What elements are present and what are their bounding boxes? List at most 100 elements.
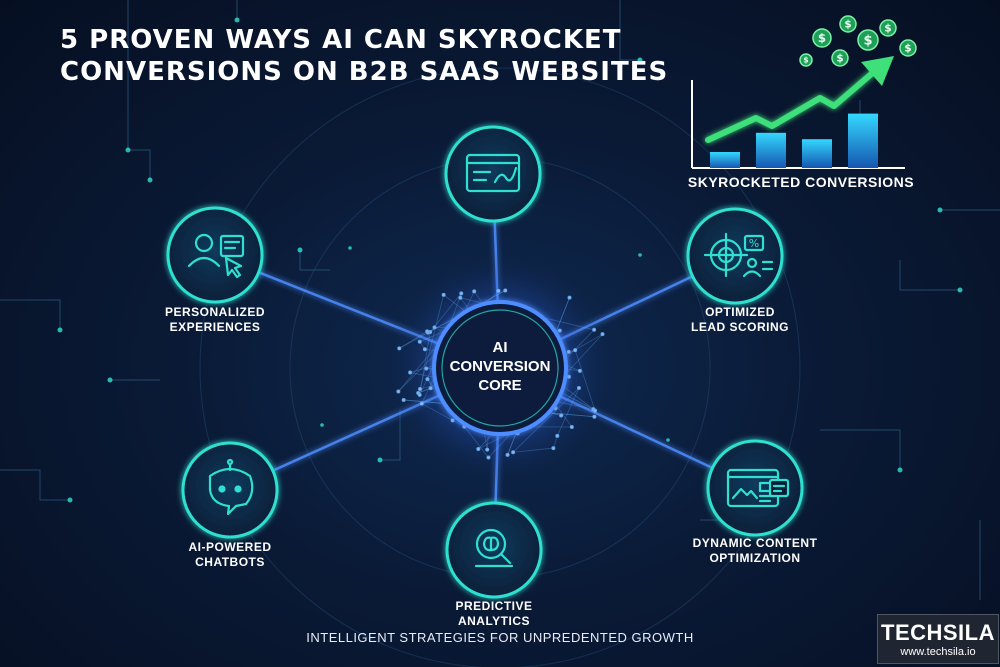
- network-link: [421, 403, 465, 427]
- network-node: [511, 450, 516, 455]
- ai-core: [382, 250, 618, 486]
- svg-text:%: %: [749, 237, 759, 250]
- network-link: [574, 350, 596, 411]
- dollar-coin-icon: $: [899, 39, 917, 57]
- network-node: [557, 328, 562, 333]
- core-label-line-2: CONVERSION: [449, 358, 551, 375]
- brand-url: www.techsila.io: [900, 646, 976, 658]
- network-node: [419, 401, 424, 406]
- network-node: [486, 455, 491, 460]
- node-lead-scoring: %: [686, 207, 784, 305]
- label-chatbots: AI-POWERED CHATBOTS: [160, 540, 300, 570]
- network-node: [425, 329, 430, 334]
- title-line-2: CONVERSIONS ON B2B SAAS WEBSITES: [60, 57, 669, 87]
- label-predictive-line-1: PREDICTIVE: [455, 599, 533, 613]
- website-chart-icon: [465, 153, 521, 193]
- node-personalized: [166, 206, 264, 304]
- dollar-coin-icon: $: [799, 53, 813, 67]
- network-node: [472, 289, 477, 294]
- network-node: [441, 292, 446, 297]
- network-node: [401, 397, 406, 402]
- network-node: [422, 347, 427, 352]
- node-top: [444, 125, 542, 223]
- dollar-coin-icon: $: [857, 29, 879, 51]
- dollar-coin-icon: $: [812, 28, 832, 48]
- label-personalized-line-1: PERSONALIZED: [164, 305, 265, 319]
- svg-text:$: $: [818, 31, 826, 45]
- growth-arrowhead: [861, 56, 894, 86]
- label-chatbots-line-2: CHATBOTS: [195, 555, 265, 569]
- network-link: [513, 447, 554, 453]
- network-link: [418, 387, 431, 394]
- network-node: [408, 370, 413, 375]
- node-predictive: [445, 501, 543, 599]
- network-link: [419, 331, 431, 395]
- dollar-coin-icon: $: [839, 15, 857, 33]
- circuit-traces: [0, 0, 1000, 600]
- title-line-1: 5 PROVEN WAYS AI CAN SKYROCKET: [60, 25, 622, 55]
- brand-badge: TECHSILA www.techsila.io: [877, 614, 999, 664]
- circuit-dots: [57, 17, 963, 523]
- network-node: [396, 389, 401, 394]
- network-link: [512, 387, 580, 453]
- network-link: [399, 290, 506, 349]
- network-node: [551, 446, 556, 451]
- svg-text:$: $: [803, 56, 808, 65]
- label-predictive-line-2: ANALYTICS: [457, 614, 531, 628]
- page-title: 5 PROVEN WAYS AI CAN SKYROCKET CONVERSIO…: [60, 24, 668, 88]
- growth-bar: [848, 113, 878, 168]
- svg-text:$: $: [884, 23, 891, 35]
- node-dynamic-content: [706, 439, 804, 537]
- growth-bar: [710, 152, 740, 168]
- target-percent-icon: %: [703, 232, 774, 278]
- dollar-coin-icon: $: [831, 49, 849, 67]
- network-node: [424, 366, 429, 371]
- label-chatbots-line-1: AI-POWERED: [188, 540, 272, 554]
- network-node: [450, 418, 455, 423]
- chatbot-icon: [208, 458, 254, 516]
- svg-text:$: $: [836, 53, 843, 65]
- label-dynamic-content-line-1: DYNAMIC CONTENT: [692, 536, 818, 550]
- network-node: [417, 392, 422, 397]
- network-link: [429, 293, 462, 333]
- growth-bar: [756, 132, 786, 168]
- network-link: [552, 435, 558, 449]
- network-node: [592, 327, 597, 332]
- network-node: [459, 291, 464, 296]
- network-node: [496, 288, 501, 293]
- label-dynamic-content-line-2: OPTIMIZATION: [709, 551, 801, 565]
- dollar-coin-icon: $: [879, 19, 897, 37]
- core-label-line-3: CORE: [478, 377, 522, 394]
- network-link: [418, 387, 431, 394]
- growth-chart-caption: SKYROCKETED CONVERSIONS: [687, 174, 915, 190]
- network-node: [428, 386, 433, 391]
- network-node: [425, 377, 430, 382]
- network-node: [432, 325, 437, 330]
- network-node: [418, 386, 423, 391]
- network-link: [556, 387, 580, 437]
- network-node: [600, 332, 605, 337]
- network-node: [555, 433, 560, 438]
- label-dynamic-content: DYNAMIC CONTENT OPTIMIZATION: [670, 536, 840, 566]
- network-link: [399, 331, 428, 349]
- network-node: [476, 446, 481, 451]
- svg-text:$: $: [844, 19, 851, 31]
- label-personalized: PERSONALIZED EXPERIENCES: [145, 305, 285, 335]
- label-lead-scoring: OPTIMIZED LEAD SCORING: [665, 305, 815, 335]
- network-node: [505, 452, 510, 457]
- growth-bars: [710, 113, 878, 168]
- label-personalized-line-2: EXPERIENCES: [169, 320, 261, 334]
- growth-arrow: [705, 67, 879, 143]
- network-node: [458, 295, 463, 300]
- core-label: AI CONVERSION CORE: [430, 338, 570, 395]
- network-node: [559, 413, 564, 418]
- svg-text:$: $: [863, 34, 872, 49]
- core-label-line-1: AI: [492, 339, 508, 356]
- node-chatbots: [181, 441, 279, 539]
- network-node: [592, 414, 597, 419]
- network-link: [419, 294, 445, 390]
- svg-text:$: $: [904, 43, 911, 55]
- brand-name: TECHSILA: [881, 620, 995, 645]
- growth-chart: $ $ $ $ $ $ $: [691, 15, 917, 169]
